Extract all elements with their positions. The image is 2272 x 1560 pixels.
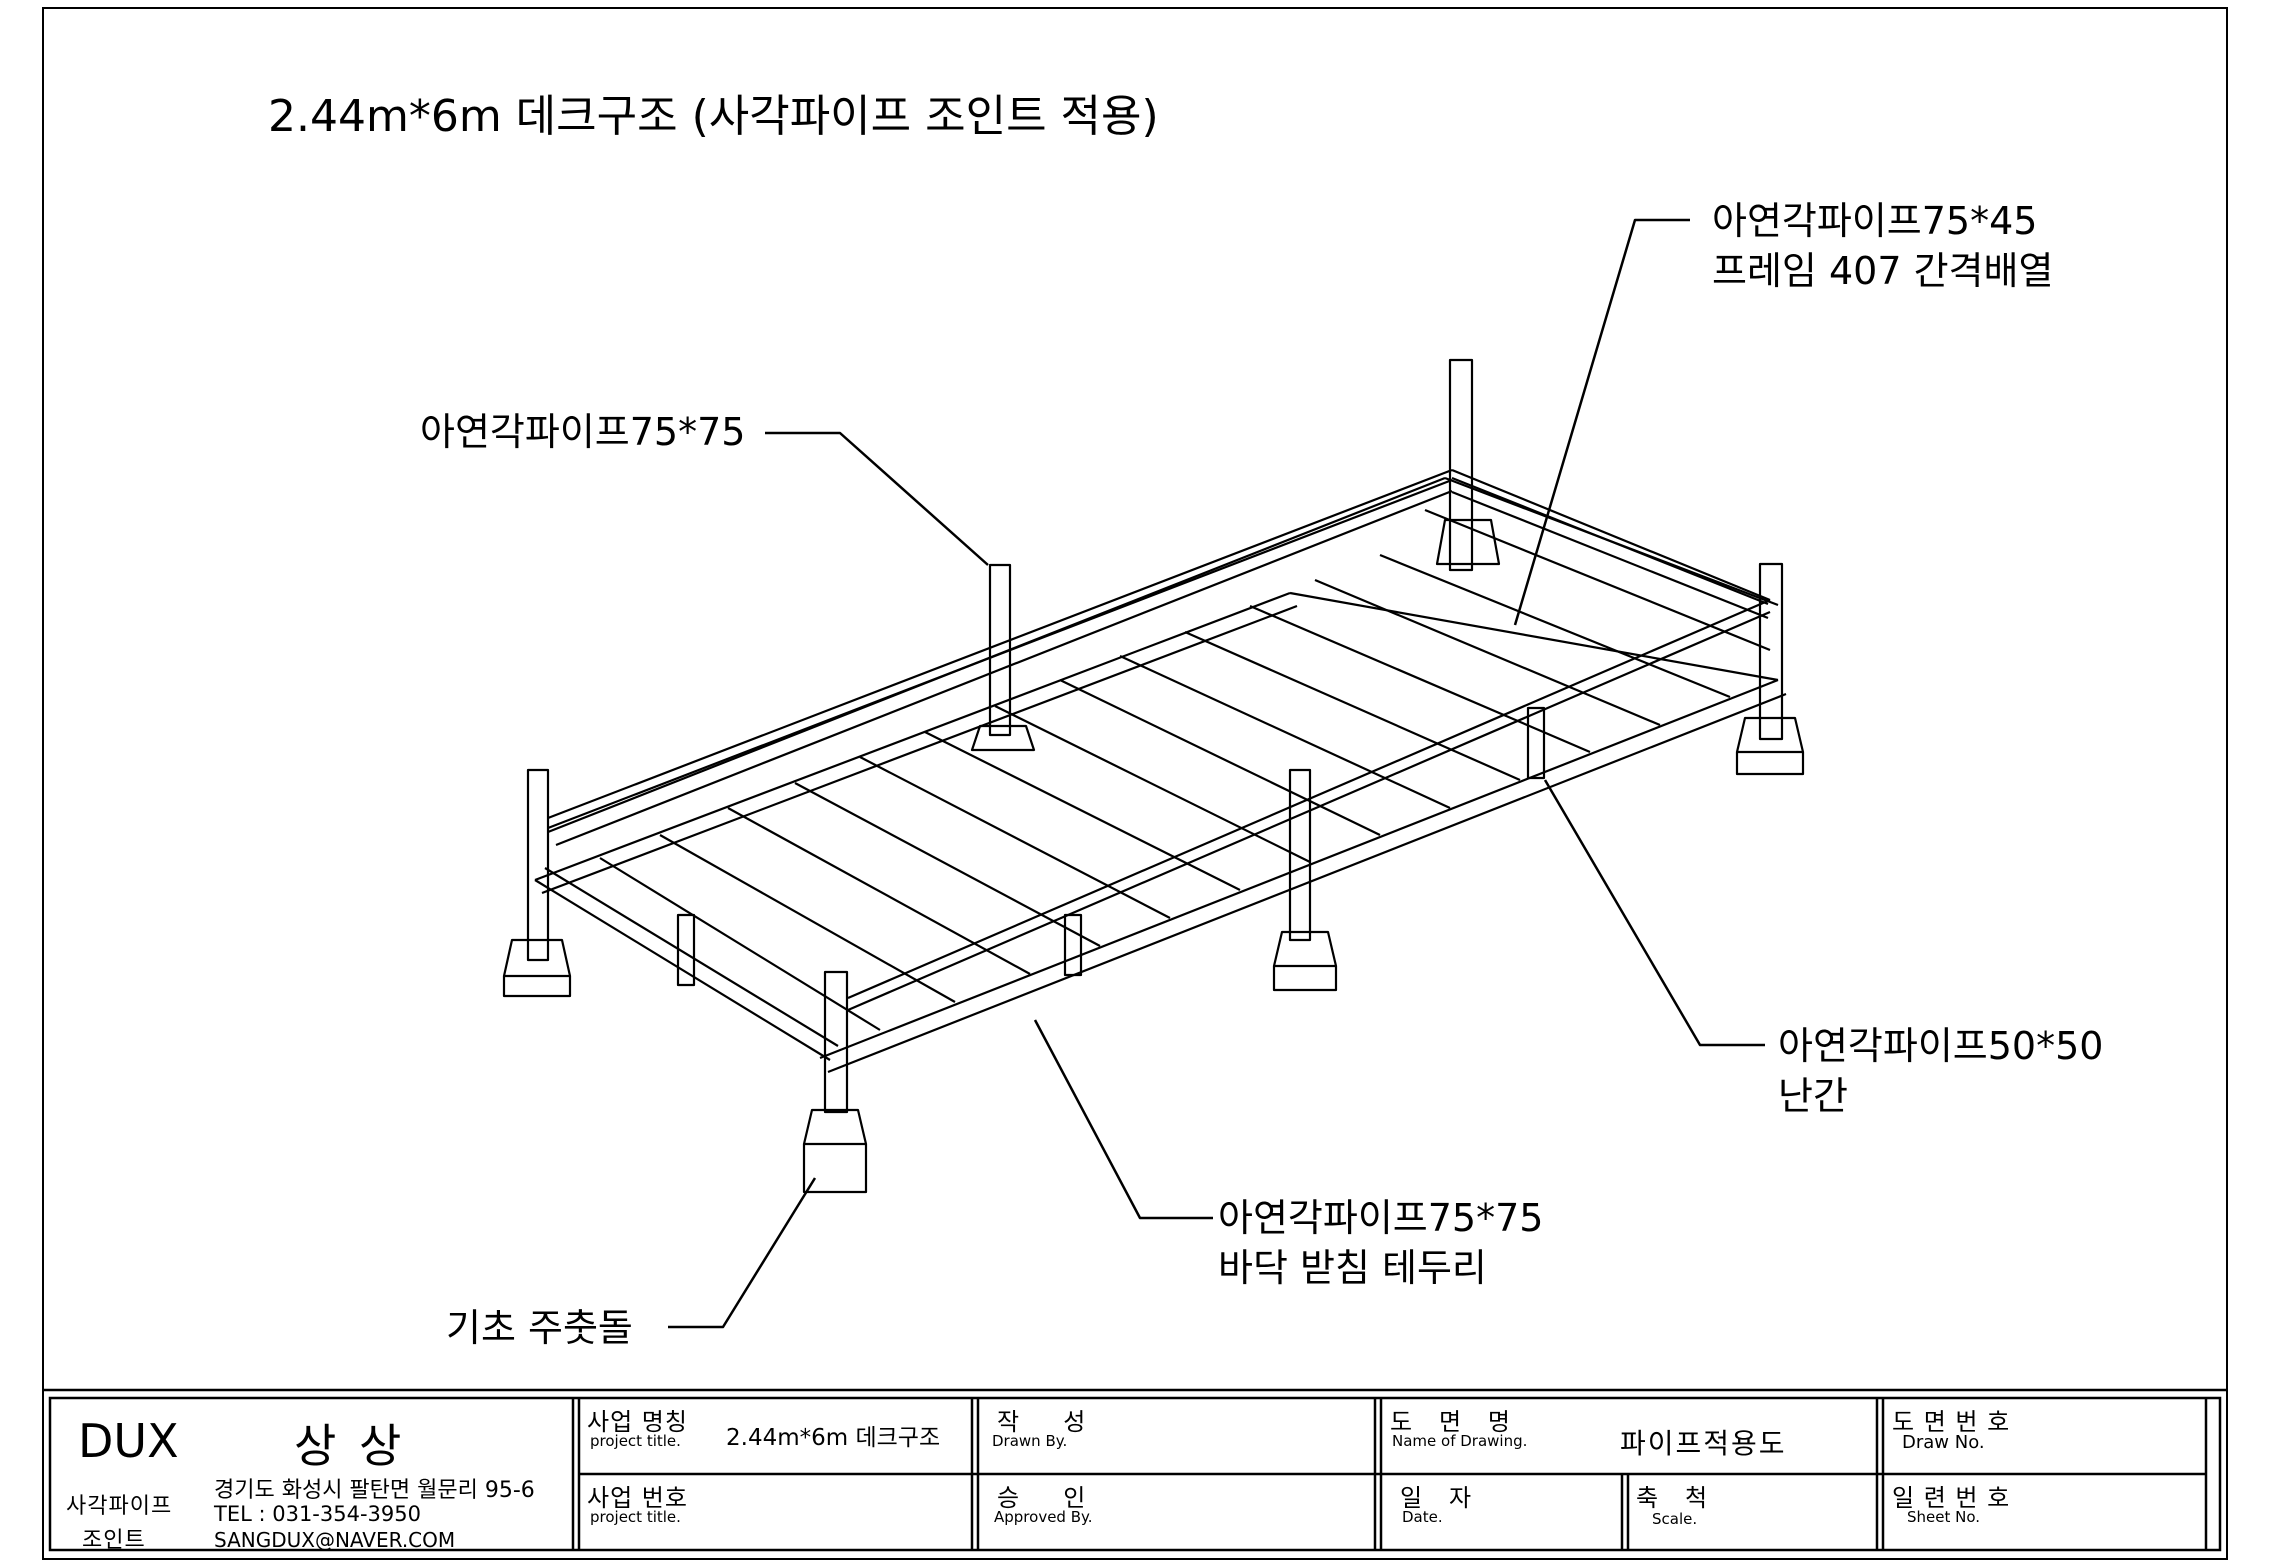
project-number-label-en: project title. [590, 1508, 681, 1526]
scale-label: 축 척 [1636, 1484, 1709, 1512]
scale-label-en: Scale. [1652, 1510, 1698, 1528]
project-number-label: 사업 번호 [587, 1484, 688, 1512]
company-name: 상 상 [294, 1419, 406, 1473]
company-address: 경기도 화성시 팔탄면 월문리 95-6 [214, 1478, 535, 1503]
callout-railing-line2: 난간 [1778, 1074, 1848, 1118]
company-email: SANGDUX@NAVER.COM [214, 1528, 456, 1552]
title-block-grid [42, 1388, 2228, 1552]
company-tel: TEL : 031-354-3950 [214, 1502, 421, 1526]
project-name-value: 2.44m*6m 데크구조 [726, 1425, 941, 1451]
product-line2: 조인트 [82, 1528, 146, 1553]
callout-foundation: 기초 주춧돌 [446, 1306, 633, 1350]
sheet-number-label: 일 련 번 호 [1892, 1484, 2011, 1512]
brand-logo: DUX [78, 1414, 179, 1468]
end-frames [534, 476, 1779, 1061]
approved-by-label: 승 인 [997, 1484, 1087, 1512]
callout-railing-line1: 아연각파이프50*50 [1778, 1024, 2104, 1068]
drawing-title: 2.44m*6m 데크구조 (사각파이프 조인트 적용) [268, 91, 1159, 142]
cross-joists [599, 508, 1771, 1031]
callout-bottom-frame: 아연각파이프75*75 바닥 받침 테두리 [1218, 1193, 1543, 1293]
project-name-label: 사업 명칭 [587, 1408, 688, 1436]
drawing-name-value: 파이프적용도 [1620, 1427, 1787, 1460]
callout-railing: 아연각파이프50*50 난간 [1778, 1021, 2103, 1121]
railing [547, 468, 1771, 1012]
drawn-by-label: 작 성 [997, 1408, 1087, 1436]
front-long-frame [534, 591, 1787, 1074]
date-label-en: Date. [1402, 1508, 1443, 1526]
draw-number-label-en: Draw No. [1902, 1432, 1985, 1453]
approved-by-label-en: Approved By. [994, 1508, 1093, 1526]
callout-frame: 아연각파이프75*45 프레임 407 간격배열 [1712, 196, 2053, 296]
back-long-frame [547, 476, 1769, 847]
leader-lines [668, 218, 1765, 1329]
callout-frame-line2: 프레임 407 간격배열 [1712, 249, 2054, 293]
drawing-name-label: 도 면 명 [1390, 1408, 1512, 1436]
sheet-number-label-en: Sheet No. [1907, 1508, 1981, 1526]
draw-number-label: 도 면 번 호 [1892, 1408, 2011, 1436]
callout-post: 아연각파이프75*75 [420, 410, 746, 454]
product-line1: 사각파이프 [66, 1494, 173, 1519]
callout-bottom-frame-line1: 아연각파이프75*75 [1218, 1196, 1544, 1240]
drawn-by-label-en: Drawn By. [992, 1432, 1068, 1450]
foundation-stones [502, 518, 1805, 1194]
project-name-label-en: project title. [590, 1432, 681, 1450]
date-label: 일 자 [1400, 1484, 1473, 1512]
drawing-name-label-en: Name of Drawing. [1392, 1432, 1528, 1450]
title-block: DUX 상 상 사각파이프 조인트 경기도 화성시 팔탄면 월문리 95-6 T… [42, 1388, 2228, 1557]
posts [526, 358, 1784, 1114]
callout-frame-line1: 아연각파이프75*45 [1712, 199, 2038, 243]
callout-bottom-frame-line2: 바닥 받침 테두리 [1218, 1246, 1487, 1290]
